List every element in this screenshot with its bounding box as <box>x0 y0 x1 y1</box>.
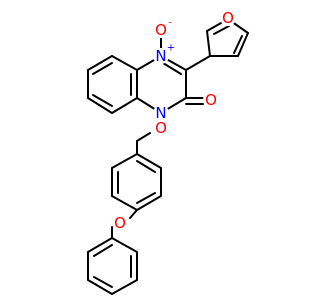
molecule-svg: N + O - N O O O O <box>87 9 249 295</box>
atom-n-lactam: N <box>153 104 169 122</box>
bond <box>162 62 182 75</box>
bond <box>136 153 162 169</box>
atom-o-noxy-symbol: O <box>155 119 167 137</box>
bond <box>136 192 156 204</box>
atom-n-oxide-charge: + <box>167 43 175 54</box>
chemical-structure-diagram: N + O - N O O O O <box>87 9 249 295</box>
bond <box>87 55 113 71</box>
bond <box>136 160 156 173</box>
bond <box>93 244 113 257</box>
atom-o-noxy: O <box>153 119 169 137</box>
atom-o-oxide: O - <box>153 18 172 39</box>
bond <box>111 153 138 169</box>
atom-o-ether-symbol: O <box>114 214 126 232</box>
bond <box>185 55 211 71</box>
bond <box>129 209 138 219</box>
bond <box>136 195 162 211</box>
atom-o-furan-symbol: O <box>222 9 234 27</box>
bond <box>206 30 211 57</box>
bond <box>111 55 138 71</box>
bonds <box>87 18 249 295</box>
bond <box>87 237 113 253</box>
bond <box>213 25 230 35</box>
bond <box>111 237 138 253</box>
bond <box>111 195 138 211</box>
atom-o-ether: O <box>112 214 128 232</box>
atom-labels: N + O - N O O O O <box>112 9 236 232</box>
bond <box>237 32 249 57</box>
atom-o-carbonyl-symbol: O <box>205 91 217 109</box>
bond <box>87 97 113 114</box>
bond <box>111 97 138 114</box>
atom-o-carbonyl: O <box>203 91 219 109</box>
atom-n-lactam-symbol: N <box>155 104 166 122</box>
bond <box>87 279 113 295</box>
bond <box>136 132 151 142</box>
bond <box>93 276 113 288</box>
bond <box>92 62 113 75</box>
bond <box>111 279 138 295</box>
atom-o-oxide-charge: - <box>168 18 172 29</box>
bond <box>233 35 243 54</box>
atom-o-furan: O <box>220 9 236 27</box>
atom-n-oxide-symbol: N <box>155 47 166 65</box>
atom-n-oxide: N + <box>153 43 175 65</box>
atom-o-oxide-symbol: O <box>155 21 167 39</box>
bond <box>92 94 113 107</box>
